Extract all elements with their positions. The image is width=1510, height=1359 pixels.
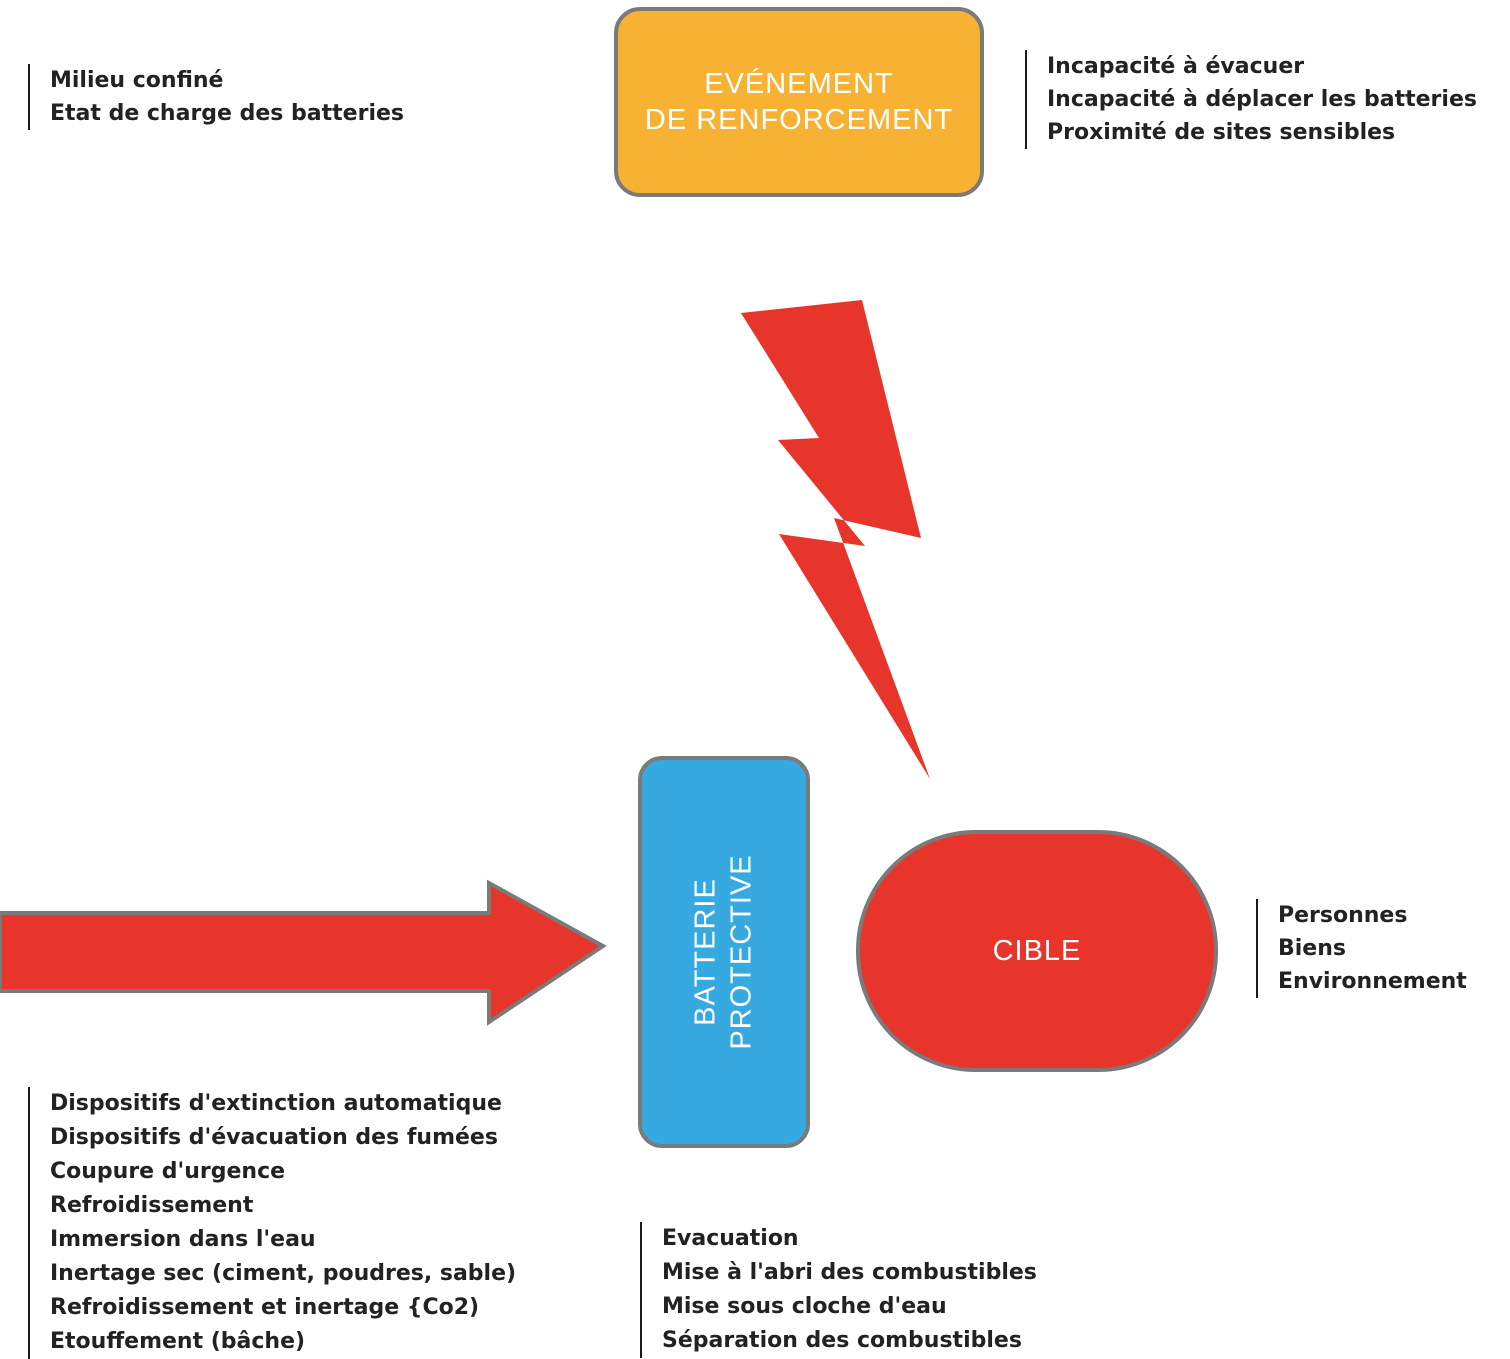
battery-measures-group: Dispositifs d'extinction automatique Dis… bbox=[28, 1087, 516, 1359]
cible-element: Biens bbox=[1278, 936, 1346, 961]
cible-box bbox=[856, 830, 1218, 1072]
barriere-label-line-2: PROTECTIVE bbox=[726, 854, 758, 1050]
barriere-label-line-1: BATTERIE bbox=[690, 878, 722, 1026]
cible-element: Personnes bbox=[1278, 903, 1408, 928]
renforcement-factor: Incapacité à déplacer les batteries bbox=[1047, 87, 1477, 112]
barriere-box bbox=[638, 756, 810, 1148]
battery-measure: Dispositifs d'extinction automatique bbox=[50, 1091, 502, 1116]
renforcement-label: EVÉNEMENT DE RENFORCEMENT bbox=[616, 9, 982, 195]
barriere-label: BATTERIE PROTECTIVE bbox=[640, 758, 808, 1146]
cible-elements-group: Personnes Biens Environnement bbox=[1256, 899, 1467, 998]
cible-measure: Séparation des combustibles bbox=[662, 1328, 1022, 1353]
renforcement-label-line-2: DE RENFORCEMENT bbox=[644, 104, 954, 136]
renforcement-factors-group: Incapacité à évacuer Incapacité à déplac… bbox=[1025, 50, 1477, 149]
cible-label: CIBLE bbox=[858, 832, 1216, 1070]
battery-measure: Refroidissement et inertage {Co2) bbox=[50, 1295, 480, 1320]
renforcement-factor: Proximité de sites sensibles bbox=[1047, 120, 1396, 145]
renforcement-factor: Incapacité à évacuer bbox=[1047, 54, 1305, 79]
aggravation-factor: Milieu confiné bbox=[50, 68, 224, 93]
block-arrow-shape bbox=[0, 879, 607, 1026]
aggravation-factors-group: Milieu confiné Etat de charge des batter… bbox=[28, 64, 404, 130]
battery-measure: Coupure d'urgence bbox=[50, 1159, 286, 1184]
cible-measure: Mise à l'abri des combustibles bbox=[662, 1260, 1037, 1285]
battery-measure: Etouffement (bâche) bbox=[50, 1329, 306, 1354]
renforcement-label-line-1: EVÉNEMENT bbox=[704, 68, 894, 100]
battery-measure: Refroidissement bbox=[50, 1193, 254, 1218]
renforcement-box bbox=[614, 7, 984, 197]
cible-measure: Evacuation bbox=[662, 1226, 799, 1251]
lightning-bolt-shape bbox=[741, 300, 930, 779]
cible-label-text: CIBLE bbox=[992, 935, 1082, 967]
battery-measure: Immersion dans l'eau bbox=[50, 1227, 316, 1252]
aggravation-factor: Etat de charge des batteries bbox=[50, 101, 404, 126]
cible-measures-group: Evacuation Mise à l'abri des combustible… bbox=[640, 1222, 1037, 1358]
cible-measure: Mise sous cloche d'eau bbox=[662, 1294, 947, 1319]
battery-measure: Inertage sec (ciment, poudres, sable) bbox=[50, 1261, 517, 1286]
battery-measure: Dispositifs d'évacuation des fumées bbox=[50, 1125, 498, 1150]
cible-element: Environnement bbox=[1278, 969, 1467, 994]
